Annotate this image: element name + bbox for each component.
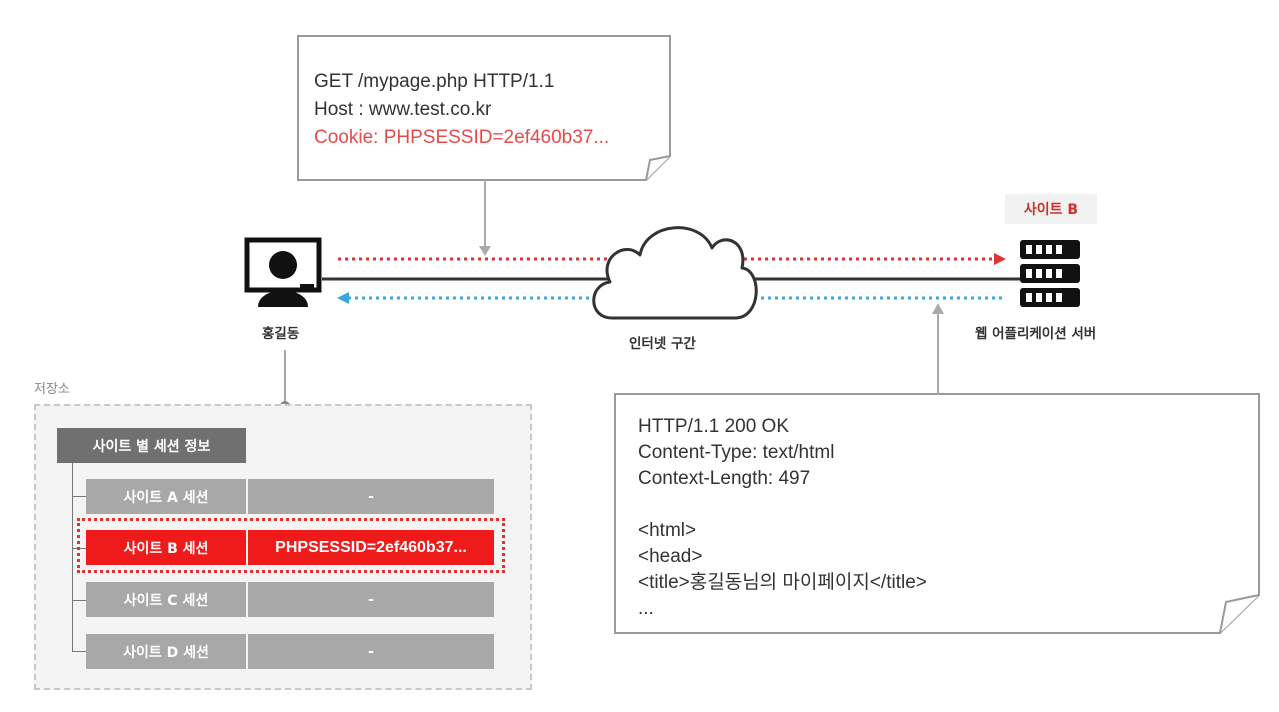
- request-note-fold: [645, 155, 671, 181]
- tree-branch: [72, 496, 86, 497]
- response-blank-line: [638, 492, 927, 518]
- client-label: 홍길동: [262, 326, 300, 342]
- response-line: <head>: [638, 546, 703, 567]
- internet-label: 인터넷 구간: [629, 336, 696, 352]
- server-label: 웹 어플리케이션 서버: [975, 326, 1097, 342]
- session-table-title: 사이트 별 세션 정보: [57, 428, 246, 463]
- session-a-value: -: [248, 479, 494, 514]
- response-line: Context-Length: 497: [638, 468, 811, 489]
- request-cookie: Cookie: PHPSESSID=2ef460b37...: [314, 127, 610, 148]
- response-connector-arrowhead: [932, 303, 944, 314]
- tree-branch: [72, 651, 86, 652]
- response-line: HTTP/1.1 200 OK: [638, 416, 790, 437]
- response-line: <html>: [638, 520, 697, 541]
- session-d-value: -: [248, 634, 494, 669]
- user-computer-icon: [244, 237, 322, 307]
- session-b-name: 사이트 B 세션: [86, 530, 246, 565]
- session-c-name: 사이트 C 세션: [86, 582, 246, 617]
- request-connector-arrowhead: [479, 246, 491, 256]
- storage-label: 저장소: [34, 382, 70, 397]
- site-b-tag: 사이트 B: [1005, 194, 1097, 224]
- cloud-icon: [592, 226, 758, 320]
- request-arrowhead: [994, 253, 1006, 265]
- server-rack-icon: [1020, 240, 1080, 307]
- session-c-value: -: [248, 582, 494, 617]
- response-line: <title>홍길동님의 마이페이지</title>: [638, 572, 927, 593]
- response-note-fold: [1219, 594, 1260, 634]
- response-arrowhead: [337, 292, 349, 304]
- session-b-value: PHPSESSID=2ef460b37...: [248, 530, 494, 565]
- session-a-name: 사이트 A 세션: [86, 479, 246, 514]
- tree-branch: [72, 600, 86, 601]
- session-b-highlight-frame: [77, 518, 505, 573]
- tree-line: [72, 463, 73, 651]
- request-line: GET /mypage.php HTTP/1.1: [314, 71, 555, 92]
- session-d-name: 사이트 D 세션: [86, 634, 246, 669]
- request-host: Host : www.test.co.kr: [314, 99, 492, 120]
- response-line: ...: [638, 598, 654, 619]
- response-line: Content-Type: text/html: [638, 442, 835, 463]
- request-note-text: GET /mypage.php HTTP/1.1 Host : www.test…: [314, 68, 609, 152]
- response-note-text: HTTP/1.1 200 OK Content-Type: text/html …: [638, 414, 927, 622]
